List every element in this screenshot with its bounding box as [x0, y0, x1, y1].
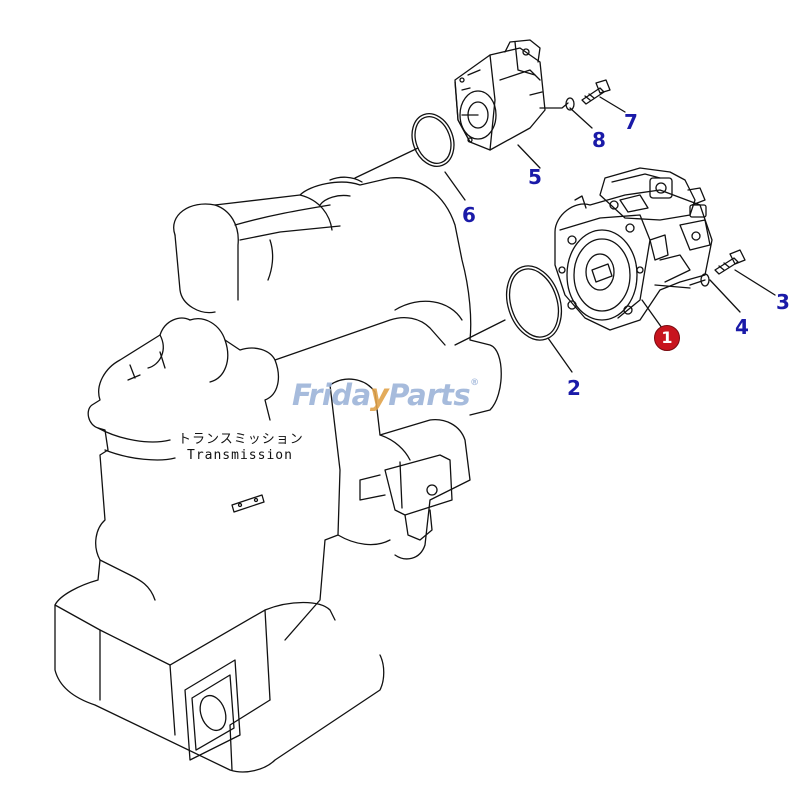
- callout-1[interactable]: 1: [654, 325, 680, 351]
- transmission-label-en: Transmission: [187, 448, 293, 463]
- callout-2[interactable]: 2: [567, 376, 581, 400]
- watermark-registered-mark: ®: [470, 378, 479, 388]
- callout-4[interactable]: 4: [735, 315, 749, 339]
- transmission-label-jp: トランスミッション: [178, 432, 304, 447]
- callout-3[interactable]: 3: [776, 290, 790, 314]
- callout-5[interactable]: 5: [528, 165, 542, 189]
- washer-8: [565, 97, 575, 111]
- watermark-text-b: y: [369, 378, 389, 412]
- callout-7[interactable]: 7: [624, 110, 638, 134]
- bolt-7: [581, 79, 611, 105]
- callout-6[interactable]: 6: [462, 203, 476, 227]
- seal-ring-6: [411, 113, 455, 167]
- seal-ring-2: [505, 265, 563, 341]
- washer-4: [700, 273, 710, 287]
- watermark-text-a: Frida: [292, 378, 370, 412]
- watermark-logo: FridayParts®: [292, 378, 479, 412]
- leader-lines: [354, 96, 776, 373]
- transmission-housing: [54, 176, 502, 773]
- bolt-3: [714, 249, 746, 275]
- main-pump-1: [554, 167, 713, 331]
- callout-8[interactable]: 8: [592, 128, 606, 152]
- watermark-text-c: Parts: [388, 378, 471, 412]
- small-pump-5: [454, 39, 546, 151]
